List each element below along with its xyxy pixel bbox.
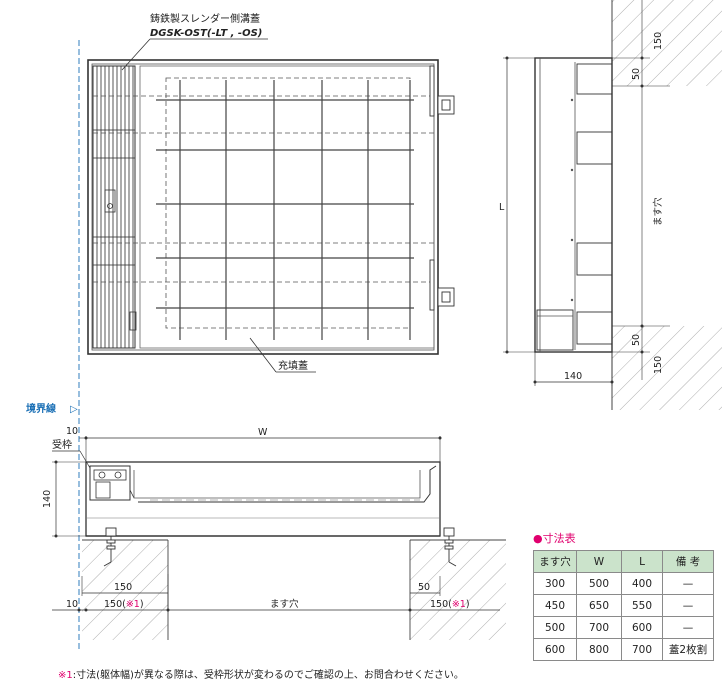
product-model: DGSK-OST(-LT , -OS) xyxy=(150,28,262,39)
table-bullet: ● xyxy=(533,532,543,545)
table-cell: 800 xyxy=(576,638,622,661)
table-cell: 600 xyxy=(621,616,663,639)
dimension-table-block: ●寸法表 ます穴 W L 備 考 300 500 400 — 450 650 5… xyxy=(533,530,714,661)
table-header-row: ます穴 W L 備 考 xyxy=(533,550,714,573)
side-view: L 140 150 50 50 150 ます穴 xyxy=(499,0,722,410)
table-title: ●寸法表 xyxy=(533,530,714,546)
dimension-table: ます穴 W L 備 考 300 500 400 — 450 650 550 — … xyxy=(533,550,714,661)
table-cell: 300 xyxy=(533,572,577,595)
paren-close-left: ) xyxy=(140,599,144,610)
table-cell: 550 xyxy=(621,594,663,617)
table-row: 450 650 550 — xyxy=(533,594,714,617)
table-cell: — xyxy=(662,594,714,617)
dim-150-note-left: 150( xyxy=(104,599,126,610)
table-cell: 蓋2枚割 xyxy=(662,638,714,661)
dim-50-top: 50 xyxy=(631,68,642,80)
table-cell: — xyxy=(662,572,714,595)
table-cell: 500 xyxy=(533,616,577,639)
hinge-tabs xyxy=(429,65,455,311)
dim-W: W xyxy=(258,427,268,438)
dim-50-right: 50 xyxy=(418,582,430,593)
boundary-label: 境界線 xyxy=(26,402,56,415)
rebar-grid xyxy=(156,80,414,340)
dim-150-bottom: 150 xyxy=(653,356,664,374)
note-mark-left: ※1 xyxy=(126,599,140,610)
svg-text:150(※1): 150(※1) xyxy=(104,599,144,610)
receiver-frame-label: 受枠 xyxy=(52,438,72,451)
table-row: 600 800 700 蓋2枚割 xyxy=(533,638,714,661)
dim-50-bottom: 50 xyxy=(631,334,642,346)
dim-140-section: 140 xyxy=(42,490,53,508)
note-mark-right: ※1 xyxy=(452,599,466,610)
fill-cover-label: 充填蓋 xyxy=(278,359,308,372)
table-header: 備 考 xyxy=(662,550,714,573)
table-cell: 700 xyxy=(621,638,663,661)
dim-150-left: 150 xyxy=(114,582,132,593)
table-title-text: 寸法表 xyxy=(542,532,576,545)
table-cell: 450 xyxy=(533,594,577,617)
dim-L: L xyxy=(499,202,505,213)
table-cell: 700 xyxy=(576,616,622,639)
table-row: 300 500 400 — xyxy=(533,572,714,595)
table-cell: 500 xyxy=(576,572,622,595)
dim-10-bottom: 10 xyxy=(66,599,78,610)
dim-150-note-right: 150( xyxy=(430,599,452,610)
dim-10-top: 10 xyxy=(66,426,78,437)
table-header: W xyxy=(576,550,622,573)
svg-text:150(※1): 150(※1) xyxy=(430,599,470,610)
table-row: 500 700 600 — xyxy=(533,616,714,639)
table-cell: 600 xyxy=(533,638,577,661)
dim-150-top: 150 xyxy=(653,32,664,50)
footnote-text: :寸法(躯体幅)が異なる際は、受枠形状が変わるのでご確認の上、お問合わせください… xyxy=(72,670,464,681)
pit-label: ます穴 xyxy=(270,598,299,610)
paren-close-right: ) xyxy=(466,599,470,610)
pit-label-vertical: ます穴 xyxy=(652,197,664,226)
table-cell: 650 xyxy=(576,594,622,617)
table-cell: 400 xyxy=(621,572,663,595)
footnote-mark: ※1 xyxy=(58,670,73,681)
table-header: ます穴 xyxy=(533,550,577,573)
table-header: L xyxy=(621,550,663,573)
plan-view: 鋳鉄製スレンダー側溝蓋 DGSK-OST(-LT , -OS) 充填蓋 xyxy=(87,12,455,373)
footnote: ※1:寸法(躯体幅)が異なる際は、受枠形状が変わるのでご確認の上、お問合わせくだ… xyxy=(58,666,464,681)
dim-140-side: 140 xyxy=(564,371,582,382)
product-name: 鋳鉄製スレンダー側溝蓋 xyxy=(150,12,260,25)
boundary-arrow: ▷ xyxy=(70,404,78,415)
anchor-bolts xyxy=(103,527,457,567)
section-view: W 10 受枠 140 150 50 10 150(※1) ます穴 150(※1… xyxy=(42,426,506,640)
table-cell: — xyxy=(662,616,714,639)
